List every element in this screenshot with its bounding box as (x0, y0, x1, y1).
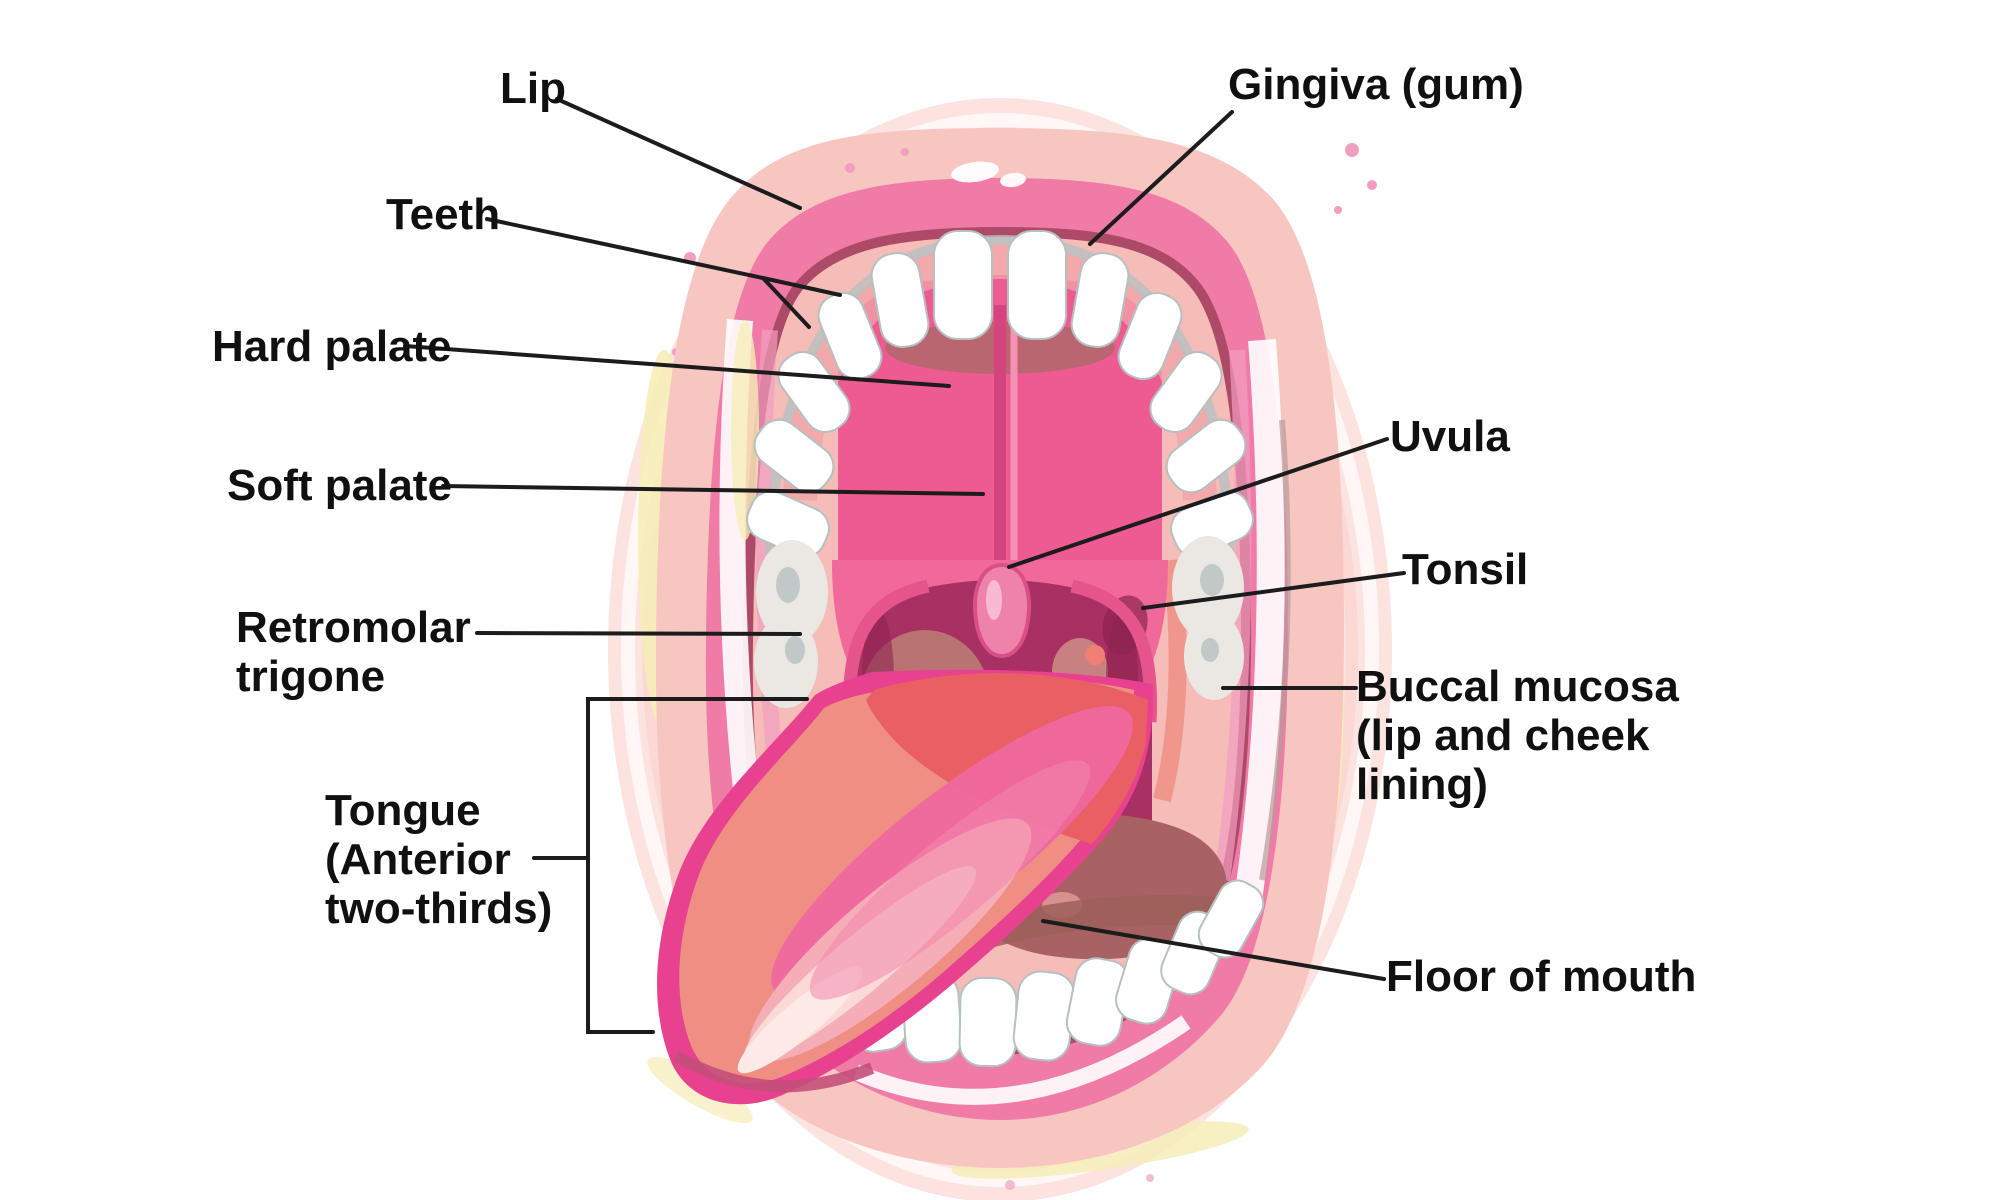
floor-of-mouth-leader-line (1041, 919, 1386, 981)
pink-speckle (1146, 1174, 1154, 1182)
lower-lip-highlight-arc (852, 1015, 1191, 1105)
retromolar-trigone-area (754, 536, 1244, 708)
label-tongue: Tongue (Anterior two-thirds) (325, 786, 552, 933)
label-teeth: Teeth (386, 190, 500, 239)
label-hard-palate: Hard palate (212, 322, 452, 371)
tooth (1149, 351, 1223, 433)
label-soft-palate: Soft palate (227, 461, 452, 510)
tooth (1070, 252, 1130, 348)
label-buccal-mucosa: Buccal mucosa (lip and cheek lining) (1356, 662, 1679, 809)
label-tongue-line2: (Anterior (325, 835, 511, 884)
label-floor-of-mouth-text: Floor of mouth (1386, 952, 1697, 1001)
side-molar-blob (754, 616, 818, 708)
label-floor-of-mouth: Floor of mouth (1386, 952, 1696, 1001)
uvula-highlight (986, 580, 1002, 620)
label-hard-palate-text: Hard palate (212, 322, 452, 371)
tongue-highlight-streak (809, 760, 1091, 1000)
tooth (1007, 230, 1067, 340)
right-cheek-streak (1214, 349, 1252, 882)
hard-palate-leader-line (403, 344, 951, 388)
label-gingiva-text: Gingiva (gum) (1228, 60, 1524, 109)
throat-coral-dot (1085, 645, 1105, 665)
molar-speckle (1200, 564, 1224, 596)
under-tongue-shadow-arc (673, 1050, 875, 1093)
label-tongue-line1: Tongue (325, 786, 481, 835)
label-retromolar-line1: Retromolar (236, 603, 471, 652)
label-buccal-line1: Buccal mucosa (1356, 662, 1679, 711)
pink-speckle (1005, 1180, 1015, 1190)
retromolar-trigone-leader-line (475, 631, 802, 636)
tonsil-leader-line (1141, 571, 1406, 610)
tooth (933, 230, 993, 340)
tooth (958, 976, 1018, 1068)
leader-lines (403, 97, 1406, 1034)
label-soft-palate-text: Soft palate (227, 461, 452, 510)
label-teeth-text: Teeth (386, 190, 501, 239)
upper-lip-highlight (951, 161, 999, 183)
label-tongue-line3: two-thirds) (325, 884, 553, 933)
hard-palate (838, 275, 1162, 606)
pink-speckle (1334, 206, 1342, 214)
tooth (1197, 879, 1265, 959)
label-tonsil-text: Tonsil (1402, 545, 1529, 594)
lip-leader-line (555, 97, 802, 210)
label-tonsil: Tonsil (1402, 545, 1528, 594)
label-retromolar-line2: trigone (236, 652, 386, 701)
tongue-bracket (586, 697, 809, 1034)
label-buccal-line3: lining) (1356, 760, 1488, 809)
molar-speckle (1201, 638, 1219, 662)
label-buccal-line2: (lip and cheek (1356, 711, 1650, 760)
teeth-leader-line (485, 217, 765, 280)
gingiva-leader-line (1088, 110, 1234, 246)
uvula-shape (973, 562, 1031, 659)
teeth-leader-branch (761, 276, 811, 329)
pink-speckle (1345, 143, 1359, 157)
tooth (1012, 970, 1076, 1062)
upper-lip-speckle (901, 148, 909, 156)
teeth-leader-branch (761, 276, 842, 297)
right-cheek-streak (1234, 338, 1285, 902)
tooth (1117, 291, 1183, 381)
upper-lip-speckle (845, 163, 855, 173)
upper-teeth-arch (746, 230, 1254, 561)
upper-lip-highlight (1000, 172, 1026, 188)
tooth (870, 252, 930, 348)
soft-palate-leader-line (441, 484, 985, 496)
uvula-leader-line (1007, 437, 1389, 569)
label-lip-text: Lip (500, 64, 566, 113)
left-cheek-cream-streak (731, 320, 759, 540)
molar-speckle (776, 567, 800, 603)
tooth (753, 418, 835, 494)
tongue (657, 669, 1153, 1105)
right-cheek-crease (1259, 419, 1291, 881)
molar-speckle (785, 636, 805, 664)
label-lip: Lip (500, 64, 566, 113)
label-uvula-text: Uvula (1390, 412, 1510, 461)
label-uvula: Uvula (1390, 412, 1510, 461)
tooth (1165, 418, 1247, 494)
pink-speckle (1367, 180, 1377, 190)
label-gingiva: Gingiva (gum) (1228, 60, 1524, 109)
label-retromolar-trigone: Retromolar trigone (236, 603, 471, 701)
halo-scribble-ring-white (621, 113, 1379, 1187)
